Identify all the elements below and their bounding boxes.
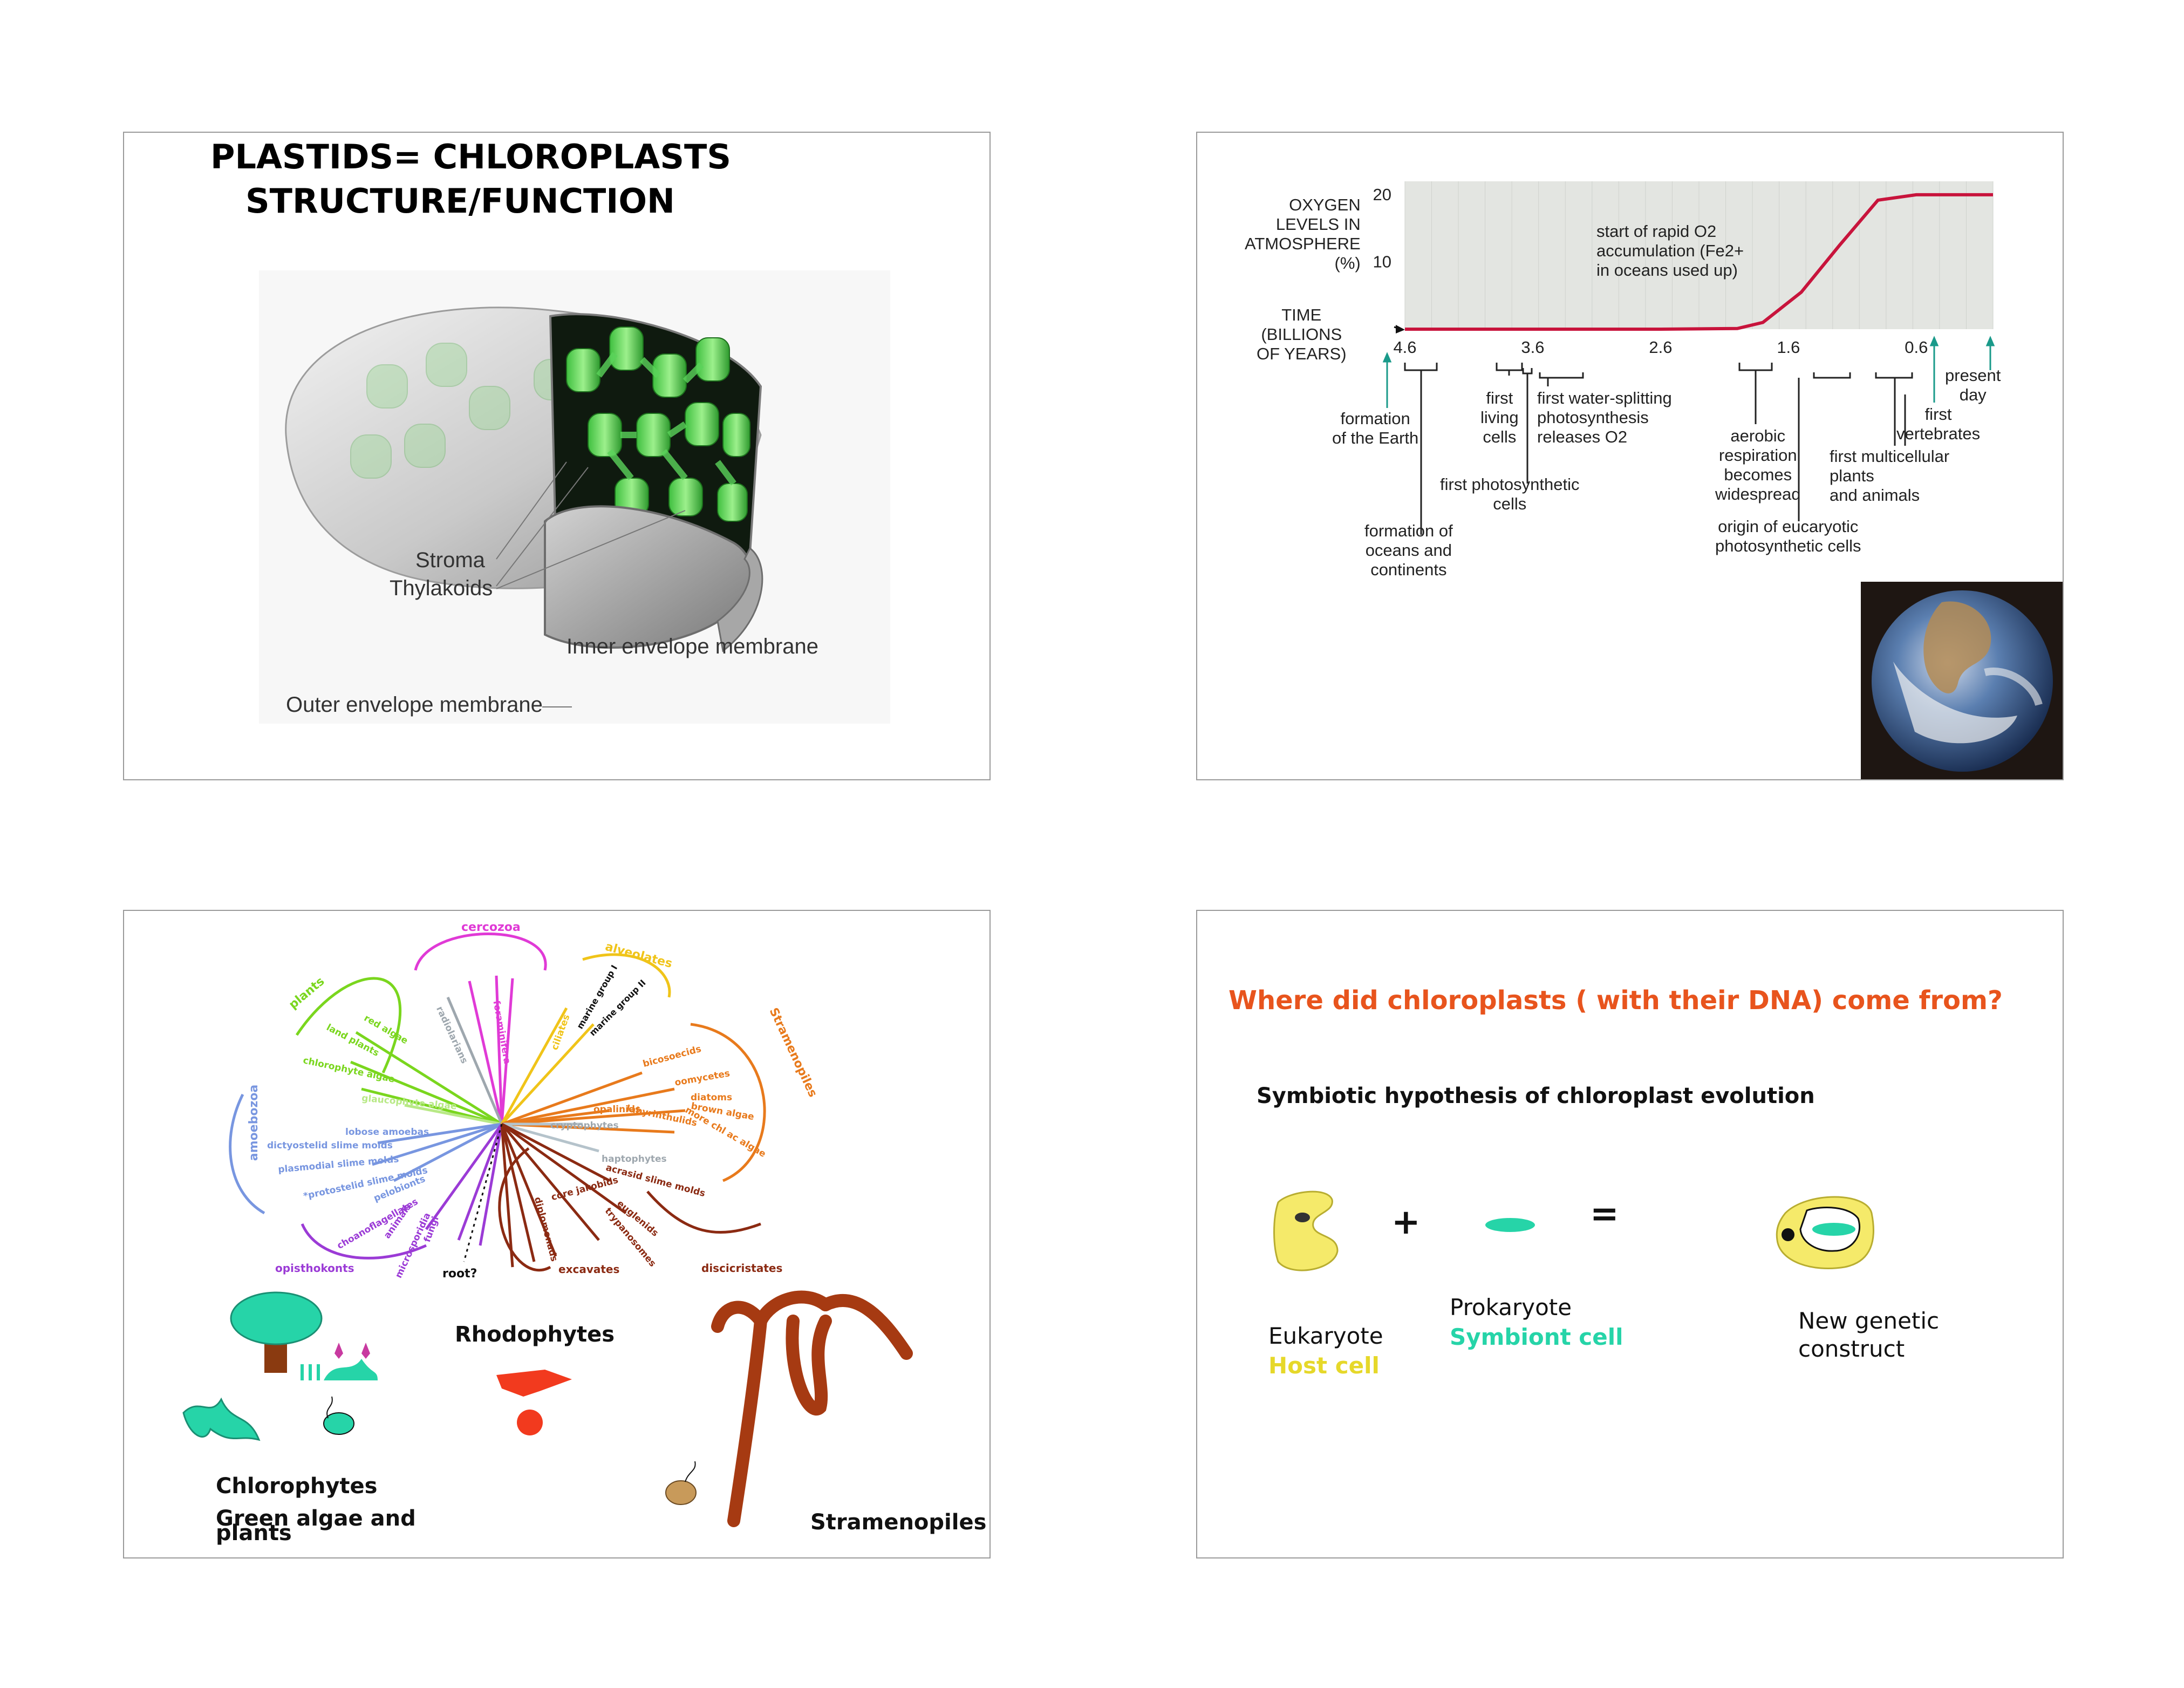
eukaryote-tree — [229, 933, 766, 1272]
label-eukaryote: Eukaryote — [1268, 1323, 1383, 1349]
clade-arcs — [229, 933, 766, 1272]
plus-sign: + — [1391, 1202, 1421, 1242]
label-plants: plants — [216, 1521, 292, 1546]
symbiosis-diagram — [1273, 1190, 1874, 1271]
host-nucleus — [1295, 1213, 1310, 1222]
event-formation-earth: formation of the Earth — [1332, 409, 1419, 447]
slide1-title-line1: PLASTIDS= CHLOROPLASTS — [210, 137, 731, 176]
root-label: root? — [442, 1267, 477, 1281]
taxon-ciliates: ciliates — [549, 1013, 572, 1052]
label-stroma: Stroma — [415, 548, 485, 572]
event-first-living: first living cells — [1480, 389, 1519, 446]
taxon-opalinids: opalinids — [593, 1104, 641, 1115]
label-new-genetic: New genetic — [1798, 1308, 1940, 1334]
taxon-diplomonads: diplomonads — [531, 1196, 560, 1263]
clade-opisthokonts: opisthokonts — [275, 1262, 354, 1275]
symbiont-shape — [1485, 1218, 1535, 1232]
y-axis-label: OXYGEN LEVELS IN ATMOSPHERE (%) — [1245, 195, 1361, 273]
x-tick-label: 4.6 — [1393, 338, 1416, 357]
taxon-red-algae: red algae — [362, 1012, 410, 1047]
taxon-radiolarians: radiolarians — [434, 1004, 470, 1066]
event-multicellular: first multicellular plants and animals — [1830, 447, 1950, 505]
clade-excavates: excavates — [558, 1263, 620, 1276]
taxon-diatoms: diatoms — [691, 1092, 733, 1103]
label-stramenopiles: Stramenopiles — [810, 1510, 987, 1535]
taxon-bicosoecids: bicosoecids — [641, 1043, 702, 1070]
event-water-splitting: first water-splitting photosynthesis rel… — [1537, 389, 1672, 446]
taxon-dictyostelid: dictyostelid slime molds — [267, 1140, 393, 1151]
thylakoid-stacks — [566, 326, 750, 522]
x-tick-label: 3.6 — [1521, 338, 1544, 357]
clade-plants: plants — [286, 975, 327, 1012]
y-tick-label: 10 — [1373, 252, 1391, 271]
slide-chloroplast-structure: PLASTIDS= CHLOROPLASTS STRUCTURE/FUNCTIO… — [123, 132, 991, 780]
x-tick-label: 2.6 — [1649, 338, 1672, 357]
taxon-haptophytes: haptophytes — [602, 1154, 667, 1165]
clade-cercozoa: cercozoa — [461, 921, 521, 934]
label-thylakoids: Thylakoids — [390, 576, 493, 600]
slide-symbiotic-hypothesis: Where did chloroplasts ( with their DNA)… — [1196, 910, 2064, 1558]
label-rhodophytes: Rhodophytes — [455, 1322, 615, 1347]
y-tick-label: 20 — [1373, 185, 1391, 204]
taxon-foraminifera: foraminifera — [490, 999, 513, 1065]
event-brackets — [1404, 363, 1913, 535]
x-tick-label: 0.6 — [1905, 338, 1928, 357]
curve-annotation: start of rapid O2 accumulation (Fe2+ in … — [1596, 222, 1744, 280]
equals-sign: = — [1590, 1194, 1619, 1234]
teal-arrows — [1382, 336, 1995, 408]
event-oceans: formation of oceans and continents — [1364, 521, 1453, 579]
chloroplast-illustration — [259, 270, 890, 724]
oxygen-curve — [1405, 193, 1993, 331]
host-cell-shape — [1273, 1190, 1339, 1271]
taxon-chlorophyte-algae: chlorophyte algae — [302, 1055, 396, 1085]
chart-gridlines — [1404, 181, 1994, 329]
time-axis-label: TIME (BILLIONS OF YEARS) — [1257, 305, 1347, 363]
label-chlorophytes: Chlorophytes — [216, 1474, 378, 1499]
event-vertebrates: first vertebrates — [1896, 405, 1981, 443]
leader-lines — [496, 461, 686, 707]
label-green-algae: Green algae and — [216, 1506, 416, 1531]
clade-discicristates: discicristates — [701, 1262, 783, 1275]
x-tick-label: 1.6 — [1777, 338, 1800, 357]
taxon-glaucophyte-algae: glaucophyte algae — [361, 1093, 458, 1112]
new-construct-nucleus — [1782, 1228, 1794, 1241]
new-construct-plastid — [1812, 1223, 1855, 1236]
event-aerobic: aerobic respiration becomes widespread — [1715, 426, 1801, 503]
slide-phylogeny: cercozoa alveolates Stramenopiles plants… — [123, 910, 991, 1558]
clade-stramenopiles: Stramenopiles — [766, 1005, 820, 1100]
label-prokaryote: Prokaryote — [1450, 1294, 1572, 1321]
event-present-day: present day — [1945, 366, 2001, 404]
label-inner-envelope: Inner envelope membrane — [567, 635, 818, 658]
taxon-oomycetes: oomycetes — [674, 1068, 731, 1088]
label-construct: construct — [1798, 1336, 1905, 1362]
label-host-cell: Host cell — [1268, 1352, 1380, 1379]
question-heading: Where did chloroplasts ( with their DNA)… — [1228, 985, 2003, 1016]
taxon-lobose-amoebas: lobose amoebas — [345, 1127, 429, 1138]
label-symbiont-cell: Symbiont cell — [1450, 1324, 1623, 1350]
x-tick-labels: 4.6 3.6 2.6 1.6 0.6 — [1393, 338, 1928, 357]
label-outer-envelope: Outer envelope membrane — [286, 693, 543, 717]
taxon-plasmodial: plasmodial slime molds — [277, 1154, 400, 1175]
tree-labels: cercozoa alveolates Stramenopiles plants… — [124, 911, 989, 1557]
slide1-title-line2: STRUCTURE/FUNCTION — [245, 181, 675, 221]
taxon-core-jakobids: core jakobids — [550, 1174, 620, 1203]
taxon-acrasid: acrasid slime molds — [604, 1162, 707, 1200]
event-first-photosynthetic: first photosynthetic cells — [1440, 475, 1580, 513]
tree-branches — [350, 975, 686, 1268]
symbiotic-subtitle: Symbiotic hypothesis of chloroplast evol… — [1257, 1084, 1815, 1108]
event-eucaryotic: origin of eucaryotic photosynthetic cell… — [1715, 517, 1861, 555]
clade-amoebozoa: amoebozoa — [247, 1084, 261, 1161]
taxon-cryptophytes: cryptophytes — [550, 1120, 619, 1131]
